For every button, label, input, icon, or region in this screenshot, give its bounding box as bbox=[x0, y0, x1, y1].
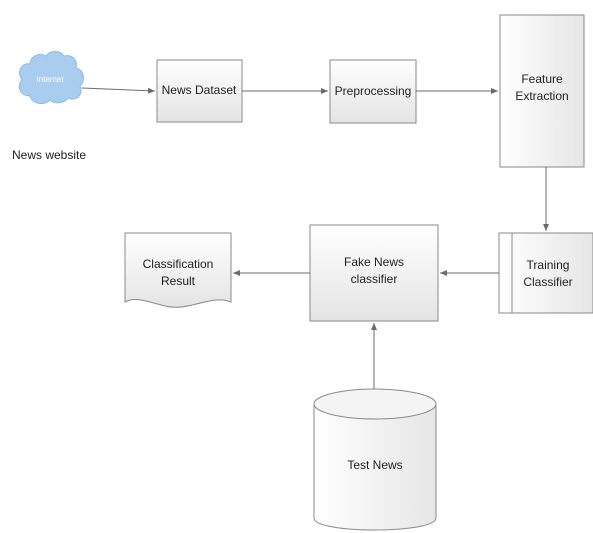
test-news-database bbox=[313, 388, 437, 531]
feature-extraction-label-1: Feature bbox=[521, 72, 563, 86]
classification-result-document bbox=[124, 232, 232, 308]
internet-cloud-icon: Internet bbox=[18, 51, 84, 104]
training-classifier-box bbox=[498, 232, 593, 314]
news-website-label: News website bbox=[12, 148, 86, 162]
feature-extraction-label-2: Extraction bbox=[515, 89, 568, 103]
classification-result-label-1: Classification bbox=[143, 257, 214, 271]
internet-label: Internet bbox=[36, 75, 64, 84]
news-dataset-label: News Dataset bbox=[162, 83, 237, 97]
news-dataset-box bbox=[156, 59, 243, 123]
classification-result-label-2: Result bbox=[161, 274, 196, 288]
feature-extraction-box bbox=[499, 14, 585, 168]
training-classifier-label-2: Classifier bbox=[523, 275, 572, 289]
training-classifier-label-1: Training bbox=[527, 258, 570, 272]
edge-internet-to-dataset bbox=[81, 87, 156, 94]
fake-news-classifier-label-1: Fake News bbox=[344, 255, 404, 269]
preprocessing-box bbox=[329, 59, 417, 124]
preprocessing-label: Preprocessing bbox=[335, 84, 412, 98]
fake-news-classifier-box bbox=[309, 224, 439, 322]
fake-news-classifier-label-2: classifier bbox=[351, 272, 398, 286]
test-news-label: Test News bbox=[347, 458, 402, 472]
